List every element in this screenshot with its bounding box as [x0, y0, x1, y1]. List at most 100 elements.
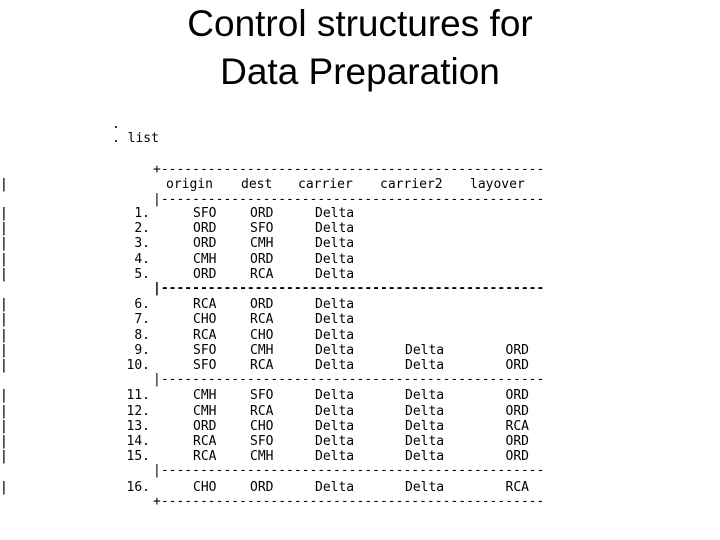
row-right-border: | — [0, 251, 8, 267]
table-left-border: | — [0, 177, 8, 192]
table-cell-origin: SFO — [193, 342, 217, 358]
row-right-border: | — [0, 297, 8, 313]
table-cell-layover: ORD — [505, 342, 529, 358]
row-right-border: | — [0, 479, 8, 495]
column-header-carrier: carrier — [298, 177, 353, 192]
row-right-border: | — [0, 312, 8, 328]
table-cell-origin: RCA — [193, 297, 217, 313]
table-cell-origin: CHO — [193, 312, 217, 328]
table-cell-layover: ORD — [505, 358, 529, 373]
row-left-border: | — [0, 449, 8, 465]
table-cell-carrier: Delta — [315, 251, 355, 267]
list-command: . list — [112, 131, 159, 146]
table-cell-carrier: Delta — [315, 342, 355, 358]
row-number: 15. — [126, 449, 150, 465]
table-cell-origin: ORD — [193, 266, 217, 282]
row-number: 3. — [134, 236, 150, 252]
row-right-border: | — [0, 221, 8, 237]
row-number: 8. — [134, 327, 150, 343]
table-cell-carrier: Delta — [315, 358, 355, 373]
table-cell-carrier2: Delta — [405, 403, 445, 419]
table-cell-origin: SFO — [193, 358, 217, 373]
table-cell-carrier2: Delta — [405, 358, 445, 373]
table-cell-origin: ORD — [193, 236, 217, 252]
table-cell-carrier: Delta — [315, 221, 355, 237]
table-cell-dest: ORD — [250, 251, 274, 267]
title-line-2: Data Preparation — [220, 51, 500, 92]
row-right-border: | — [0, 206, 8, 221]
header-separator: |---------------------------------------… — [153, 192, 544, 207]
table-cell-carrier2: Delta — [405, 434, 445, 449]
table-cell-layover: ORD — [505, 449, 529, 465]
row-right-border: | — [0, 266, 8, 282]
row-left-border: | — [0, 342, 8, 358]
table-cell-carrier: Delta — [315, 403, 355, 419]
table-cell-origin: RCA — [193, 434, 217, 449]
row-number: 4. — [134, 251, 150, 267]
table-cell-carrier: Delta — [315, 297, 355, 313]
row-left-border: | — [0, 236, 8, 252]
table-cell-carrier2: Delta — [405, 418, 445, 434]
table-cell-dest: RCA — [250, 403, 274, 419]
table-cell-origin: ORD — [193, 221, 217, 237]
table-cell-layover: RCA — [505, 479, 529, 495]
table-cell-carrier: Delta — [315, 327, 355, 343]
table-cell-carrier2: Delta — [405, 342, 445, 358]
table-cell-origin: ORD — [193, 418, 217, 434]
row-left-border: | — [0, 327, 8, 343]
table-cell-carrier: Delta — [315, 388, 355, 404]
row-left-border: | — [0, 418, 8, 434]
table-cell-carrier2: Delta — [405, 479, 445, 495]
group-separator: |---------------------------------------… — [153, 281, 544, 296]
table-cell-dest: RCA — [250, 312, 274, 328]
table-cell-carrier2: Delta — [405, 388, 445, 404]
table-cell-dest: ORD — [250, 479, 274, 495]
row-number: 11. — [126, 388, 150, 404]
row-number: 5. — [134, 266, 150, 282]
table-cell-carrier: Delta — [315, 236, 355, 252]
title-line-1: Control structures for — [187, 3, 533, 44]
row-left-border: | — [0, 297, 8, 313]
row-right-border: | — [0, 434, 8, 449]
table-cell-origin: RCA — [193, 327, 217, 343]
table-cell-layover: ORD — [505, 403, 529, 419]
row-left-border: | — [0, 358, 8, 373]
slide-title: Control structures for Data Preparation — [0, 0, 720, 96]
row-right-border: | — [0, 449, 8, 465]
table-cell-carrier: Delta — [315, 479, 355, 495]
row-number: 6. — [134, 297, 150, 313]
table-cell-origin: RCA — [193, 449, 217, 465]
row-number: 10. — [126, 358, 150, 373]
table-cell-dest: ORD — [250, 297, 274, 313]
row-number: 14. — [126, 434, 150, 449]
table-cell-layover: RCA — [505, 418, 529, 434]
table-cell-origin: CHO — [193, 479, 217, 495]
row-left-border: | — [0, 251, 8, 267]
row-number: 16. — [126, 479, 150, 495]
group-separator: |---------------------------------------… — [153, 463, 544, 479]
table-bottom-border: +---------------------------------------… — [153, 493, 544, 509]
row-left-border: | — [0, 312, 8, 328]
table-top-border: +---------------------------------------… — [153, 162, 544, 177]
row-right-border: | — [0, 403, 8, 419]
row-left-border: | — [0, 388, 8, 404]
row-left-border: | — [0, 221, 8, 237]
table-cell-layover: ORD — [505, 434, 529, 449]
row-number: 1. — [134, 206, 150, 221]
row-left-border: | — [0, 266, 8, 282]
table-cell-dest: SFO — [250, 434, 274, 449]
table-cell-carrier: Delta — [315, 434, 355, 449]
column-header-dest: dest — [241, 177, 273, 192]
row-left-border: | — [0, 434, 8, 449]
table-cell-carrier: Delta — [315, 206, 355, 221]
table-cell-dest: CHO — [250, 418, 274, 434]
table-cell-layover: ORD — [505, 388, 529, 404]
group-separator: |---------------------------------------… — [153, 372, 544, 388]
table-cell-carrier: Delta — [315, 418, 355, 434]
row-right-border: | — [0, 358, 8, 373]
column-header-layover: layover — [470, 177, 525, 192]
row-left-border: | — [0, 479, 8, 495]
row-number: 12. — [126, 403, 150, 419]
table-cell-origin: SFO — [193, 206, 217, 221]
table-right-border: | — [0, 177, 8, 192]
